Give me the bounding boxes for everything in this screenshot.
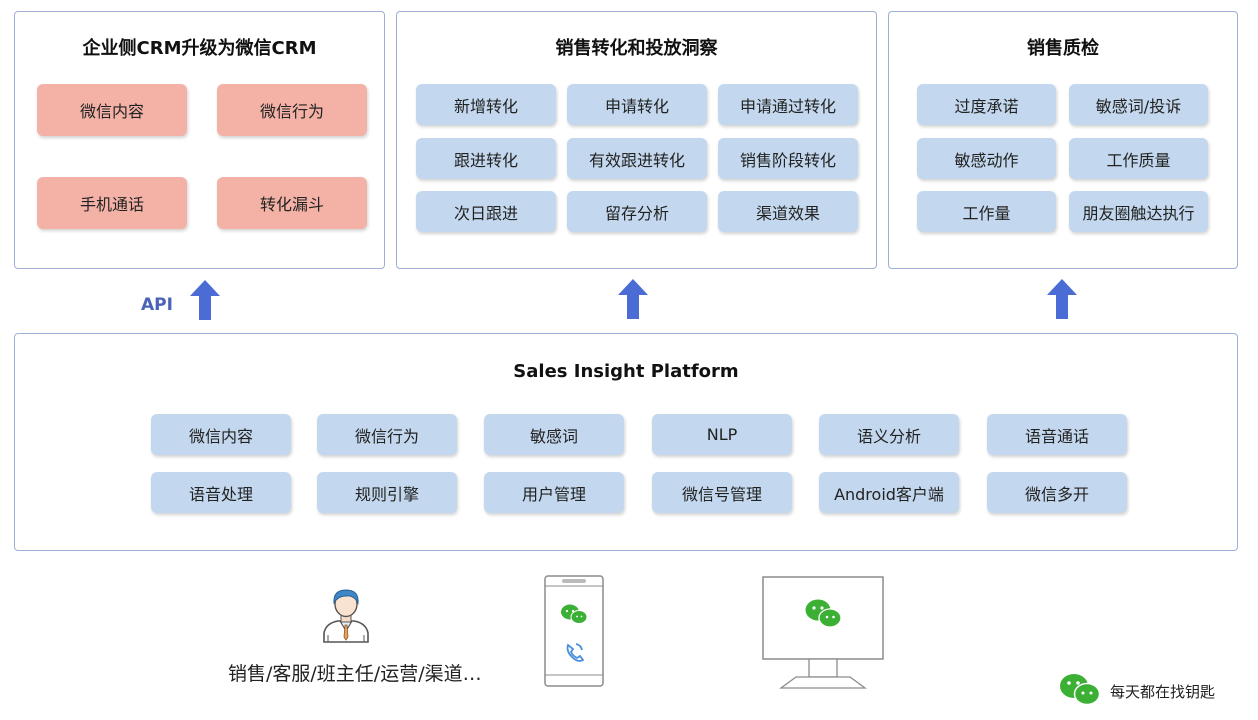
qc-item: 敏感词/投诉 <box>1069 84 1208 125</box>
qc-panel-title: 销售质检 <box>1027 38 1099 59</box>
crm-item: 微信行为 <box>217 84 367 136</box>
crm-item: 转化漏斗 <box>217 177 367 229</box>
crm-item: 微信内容 <box>37 84 187 136</box>
platform-item: 微信号管理 <box>652 472 792 513</box>
platform-panel: Sales Insight Platform 微信内容 微信行为 敏感词 NLP… <box>14 333 1238 551</box>
conversion-item: 新增转化 <box>416 84 556 125</box>
conversion-item: 渠道效果 <box>718 191 858 232</box>
platform-item: 语义分析 <box>819 414 959 455</box>
platform-panel-title: Sales Insight Platform <box>513 361 739 382</box>
platform-item: NLP <box>652 414 792 455</box>
platform-item: 微信多开 <box>987 472 1127 513</box>
wechat-icon <box>1060 674 1101 706</box>
up-arrow-icon <box>618 279 648 319</box>
api-label: API <box>141 295 173 315</box>
platform-item: 微信内容 <box>151 414 291 455</box>
qc-item: 朋友圈触达执行 <box>1069 191 1208 232</box>
roles-label: 销售/客服/班主任/运营/渠道… <box>228 663 482 685</box>
qc-item: 敏感动作 <box>917 138 1056 179</box>
crm-panel-title: 企业侧CRM升级为微信CRM <box>82 38 317 59</box>
platform-item: 用户管理 <box>484 472 624 513</box>
platform-item: 规则引擎 <box>317 472 457 513</box>
up-arrow-icon <box>1047 279 1077 319</box>
up-arrow-icon <box>190 280 220 320</box>
person-avatar-icon <box>323 589 369 643</box>
platform-item: Android客户端 <box>819 472 959 513</box>
conversion-item: 申请通过转化 <box>718 84 858 125</box>
platform-item: 语音处理 <box>151 472 291 513</box>
platform-item: 语音通话 <box>987 414 1127 455</box>
conversion-panel: 销售转化和投放洞察 新增转化 申请转化 申请通过转化 跟进转化 有效跟进转化 销… <box>396 11 877 269</box>
conversion-item: 销售阶段转化 <box>718 138 858 179</box>
conversion-item: 跟进转化 <box>416 138 556 179</box>
conversion-panel-title: 销售转化和投放洞察 <box>555 38 718 59</box>
desktop-monitor-icon <box>762 576 884 689</box>
crm-panel: 企业侧CRM升级为微信CRM 微信内容 微信行为 手机通话 转化漏斗 <box>14 11 385 269</box>
watermark-text: 每天都在找钥匙 <box>1110 683 1216 701</box>
qc-panel: 销售质检 过度承诺 敏感词/投诉 敏感动作 工作质量 工作量 朋友圈触达执行 <box>888 11 1238 269</box>
conversion-item: 有效跟进转化 <box>567 138 707 179</box>
conversion-item: 留存分析 <box>567 191 707 232</box>
conversion-item: 次日跟进 <box>416 191 556 232</box>
qc-item: 工作量 <box>917 191 1056 232</box>
qc-item: 工作质量 <box>1069 138 1208 179</box>
conversion-item: 申请转化 <box>567 84 707 125</box>
platform-item: 微信行为 <box>317 414 457 455</box>
qc-item: 过度承诺 <box>917 84 1056 125</box>
crm-item: 手机通话 <box>37 177 187 229</box>
platform-item: 敏感词 <box>484 414 624 455</box>
smartphone-icon <box>544 575 604 687</box>
